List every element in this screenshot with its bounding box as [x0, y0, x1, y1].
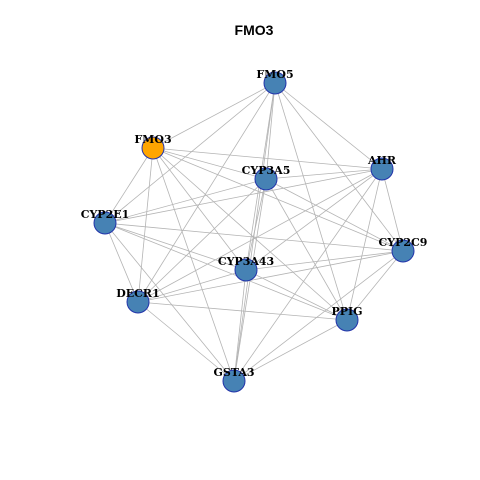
node-circle[interactable]	[335, 308, 359, 332]
node-circle[interactable]	[141, 136, 165, 160]
node-circle[interactable]	[254, 167, 278, 191]
edge-cyp3a43-gsta3	[233, 269, 247, 382]
node-fmo3[interactable]: FMO3	[134, 133, 172, 160]
edge-fmo5-ppig	[274, 82, 348, 321]
edge-cyp3a5-cyp2c9	[265, 178, 404, 252]
edge-ahr-cyp3a5	[265, 168, 383, 180]
edge-cyp2e1-cyp2c9	[104, 222, 404, 252]
edge-cyp3a43-decr1	[137, 269, 247, 303]
node-cyp2c9[interactable]: CYP2C9	[379, 236, 428, 263]
edge-ahr-cyp2e1	[104, 168, 383, 224]
edge-cyp2e1-cyp3a43	[104, 222, 247, 271]
node-label: CYP3A43	[218, 255, 274, 268]
node-label: GSTA3	[213, 366, 254, 379]
edge-cyp3a5-cyp3a43	[245, 178, 267, 271]
edge-fmo3-decr1	[137, 147, 154, 303]
edge-decr1-ppig	[137, 301, 348, 321]
edge-fmo5-cyp2e1	[104, 82, 276, 224]
edge-fmo5-cyp2c9	[274, 82, 404, 252]
edge-fmo5-cyp3a5	[265, 82, 276, 180]
node-label: PPIG	[331, 305, 362, 318]
edge-fmo3-cyp3a43	[152, 147, 247, 271]
node-cyp2e1[interactable]: CYP2E1	[81, 208, 130, 235]
node-label: FMO5	[256, 68, 293, 81]
node-circle[interactable]	[263, 71, 287, 95]
edge-ahr-cyp3a43	[245, 168, 383, 271]
edge-cyp3a5-cyp2e1	[104, 178, 267, 224]
node-label: CYP3A5	[242, 164, 291, 177]
node-label: AHR	[367, 154, 397, 167]
edge-fmo3-ppig	[152, 147, 348, 321]
edge-cyp3a5-decr1	[137, 178, 267, 303]
edge-decr1-gsta3	[137, 301, 235, 382]
node-decr1[interactable]: DECR1	[116, 287, 160, 314]
edge-ahr-ppig	[346, 168, 383, 321]
node-gsta3[interactable]: GSTA3	[213, 366, 255, 393]
edge-cyp2c9-gsta3	[233, 250, 404, 382]
node-cyp3a43[interactable]: CYP3A43	[218, 255, 274, 282]
edge-fmo3-cyp2e1	[104, 147, 154, 224]
edge-cyp2c9-ppig	[346, 250, 404, 321]
node-circle[interactable]	[126, 290, 150, 314]
node-circle[interactable]	[222, 369, 246, 393]
edge-ahr-cyp2c9	[381, 168, 404, 252]
node-label: CYP2E1	[81, 208, 130, 221]
edge-cyp3a43-ppig	[245, 269, 348, 321]
edge-fmo5-decr1	[137, 82, 276, 303]
node-ppig[interactable]: PPIG	[331, 305, 363, 332]
node-ahr[interactable]: AHR	[367, 154, 397, 181]
edge-fmo5-fmo3	[152, 82, 276, 149]
edge-cyp2c9-decr1	[137, 250, 404, 303]
node-label: FMO3	[134, 133, 171, 146]
edge-ahr-gsta3	[233, 168, 383, 382]
edge-layer	[104, 82, 404, 382]
node-circle[interactable]	[370, 157, 394, 181]
node-circle[interactable]	[234, 258, 258, 282]
edge-ahr-decr1	[137, 168, 383, 303]
node-label: CYP2C9	[379, 236, 428, 249]
edge-cyp2e1-decr1	[104, 222, 139, 303]
node-circle[interactable]	[391, 239, 415, 263]
node-cyp3a5[interactable]: CYP3A5	[242, 164, 291, 191]
edge-fmo3-gsta3	[152, 147, 235, 382]
edge-cyp2c9-cyp3a43	[245, 250, 404, 271]
edge-fmo3-cyp3a5	[152, 147, 267, 180]
edge-ppig-gsta3	[233, 319, 348, 382]
edge-cyp3a5-ppig	[265, 178, 348, 321]
edge-cyp2e1-gsta3	[104, 222, 235, 382]
node-circle[interactable]	[93, 211, 117, 235]
node-fmo5[interactable]: FMO5	[256, 68, 294, 95]
edge-fmo3-ahr	[152, 147, 383, 170]
diagram-title: FMO3	[235, 22, 274, 38]
edge-fmo5-ahr	[274, 82, 383, 170]
edge-cyp2e1-ppig	[104, 222, 348, 321]
node-label: DECR1	[116, 287, 159, 300]
